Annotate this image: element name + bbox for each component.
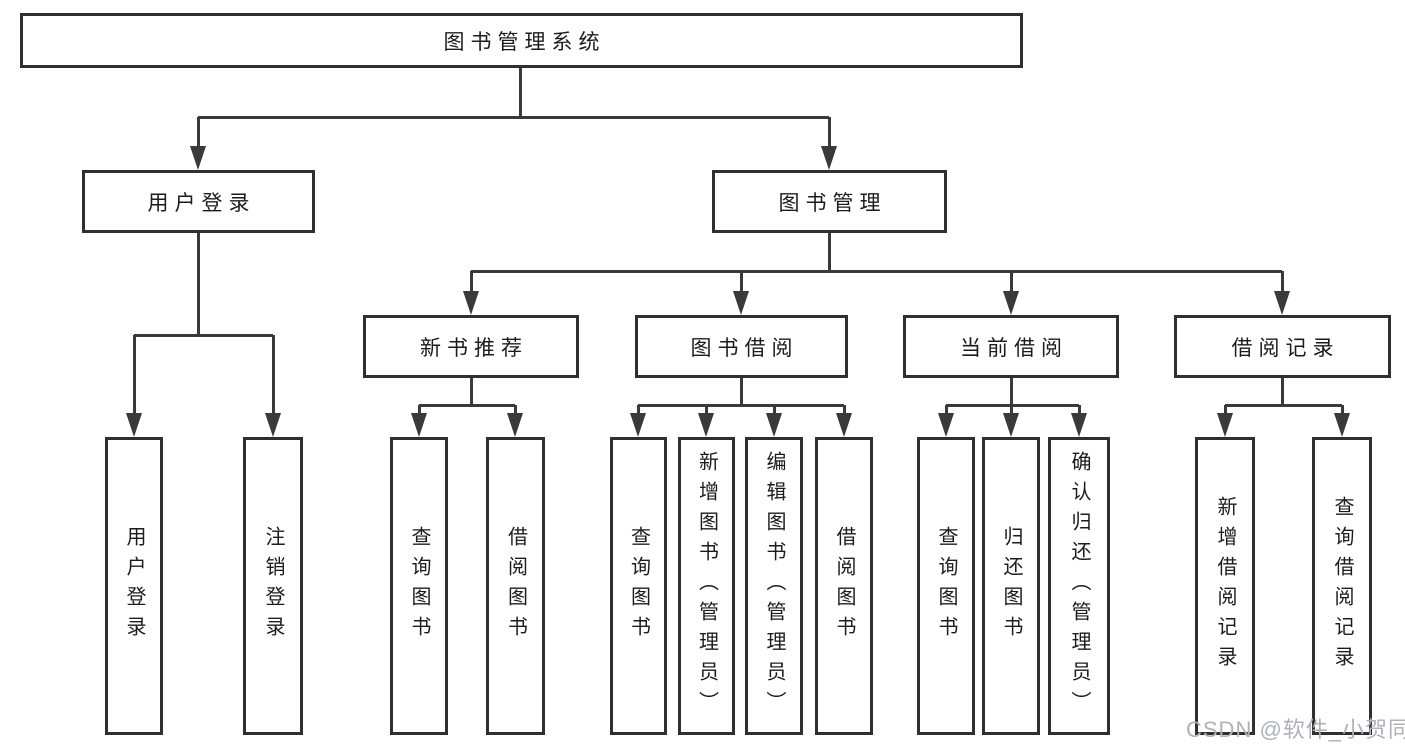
arrow-down-icon xyxy=(1071,413,1087,437)
leaf-query-books-borrowing-label: 查询图书 xyxy=(627,526,650,646)
node-current-borrowing: 当前借阅 xyxy=(903,315,1119,378)
connector-line xyxy=(469,271,473,295)
arrow-down-icon xyxy=(836,413,852,437)
connector-line xyxy=(1009,405,1013,417)
arrow-down-icon xyxy=(733,291,749,315)
connector-line xyxy=(1077,405,1081,417)
arrow-down-icon xyxy=(698,413,714,437)
connector-line xyxy=(134,333,273,337)
leaf-user-login-label: 用户登录 xyxy=(123,526,145,646)
leaf-return-books-label: 归还图书 xyxy=(1000,526,1022,646)
leaf-borrow-books-recommend: 借阅图书 xyxy=(486,437,545,735)
node-user-login-module: 用户登录 xyxy=(82,170,315,233)
connector-line xyxy=(638,403,844,407)
arrow-down-icon xyxy=(766,413,782,437)
watermark: CSDN @软件_小贺同学 xyxy=(1186,717,1405,742)
node-borrowing-records: 借阅记录 xyxy=(1174,315,1391,378)
connector-line xyxy=(518,68,522,117)
connector-line xyxy=(1280,378,1284,405)
leaf-borrow-books-borrowing-label: 借阅图书 xyxy=(833,526,855,646)
arrow-down-icon xyxy=(507,413,523,437)
connector-line xyxy=(417,405,421,417)
leaf-query-books-borrowing: 查询图书 xyxy=(610,437,667,735)
leaf-query-books-current-label: 查询图书 xyxy=(935,526,957,646)
leaf-user-login: 用户登录 xyxy=(105,437,163,735)
leaf-add-borrow-record: 新增借阅记录 xyxy=(1195,437,1255,735)
connector-line xyxy=(946,403,1079,407)
leaf-borrow-books-recommend-label: 借阅图书 xyxy=(504,526,527,646)
connector-line xyxy=(827,117,831,150)
arrow-down-icon xyxy=(1217,413,1233,437)
node-user-login-module-label: 用户登录 xyxy=(147,191,256,215)
leaf-add-books-admin-label: 新增图书（管理员） xyxy=(695,451,718,721)
connector-line xyxy=(1340,405,1344,417)
connector-line xyxy=(704,405,708,417)
connector-line xyxy=(1009,378,1013,405)
leaf-confirm-return-admin-label: 确认归还（管理员） xyxy=(1068,451,1090,721)
leaf-add-borrow-record-label: 新增借阅记录 xyxy=(1214,496,1236,676)
connector-line xyxy=(842,405,846,417)
connector-line xyxy=(271,335,275,417)
node-new-book-recommend-label: 新书推荐 xyxy=(420,336,528,360)
node-current-borrowing-label: 当前借阅 xyxy=(960,336,1068,360)
connector-line xyxy=(772,405,776,417)
connector-line xyxy=(196,117,200,150)
leaf-borrow-books-borrowing: 借阅图书 xyxy=(815,437,873,735)
arrow-down-icon xyxy=(411,413,427,437)
leaf-query-books-current: 查询图书 xyxy=(917,437,975,735)
arrow-down-icon xyxy=(1003,413,1019,437)
arrow-down-icon xyxy=(126,413,142,437)
leaf-logout-label: 注销登录 xyxy=(262,526,284,646)
connector-line xyxy=(513,405,517,417)
leaf-query-books-recommend: 查询图书 xyxy=(390,437,448,735)
connector-line xyxy=(471,269,1282,273)
connector-line xyxy=(196,233,200,335)
connector-line xyxy=(1223,405,1227,417)
leaf-edit-books-admin: 编辑图书（管理员） xyxy=(745,437,803,735)
arrow-down-icon xyxy=(190,146,206,170)
connector-line xyxy=(198,115,829,119)
arrow-down-icon xyxy=(265,413,281,437)
node-book-borrowing-label: 图书借阅 xyxy=(690,336,799,360)
connector-line xyxy=(739,378,743,405)
leaf-add-books-admin: 新增图书（管理员） xyxy=(678,437,735,735)
node-new-book-recommend: 新书推荐 xyxy=(363,315,579,378)
leaf-return-books: 归还图书 xyxy=(982,437,1040,735)
leaf-query-books-recommend-label: 查询图书 xyxy=(408,526,430,646)
leaf-query-borrow-record: 查询借阅记录 xyxy=(1312,437,1372,735)
connector-line xyxy=(1009,271,1013,295)
arrow-down-icon xyxy=(821,146,837,170)
leaf-logout: 注销登录 xyxy=(243,437,303,735)
connector-line xyxy=(636,405,640,417)
connector-line xyxy=(1225,403,1342,407)
connector-line xyxy=(1280,271,1284,295)
arrow-down-icon xyxy=(1274,291,1290,315)
connector-line xyxy=(469,378,473,405)
connector-line xyxy=(419,403,515,407)
connector-line xyxy=(739,271,743,295)
leaf-confirm-return-admin: 确认归还（管理员） xyxy=(1048,437,1110,735)
leaf-edit-books-admin-label: 编辑图书（管理员） xyxy=(763,451,785,721)
leaf-query-borrow-record-label: 查询借阅记录 xyxy=(1331,496,1353,676)
node-book-borrowing: 图书借阅 xyxy=(635,315,848,378)
connector-line xyxy=(132,335,136,417)
arrow-down-icon xyxy=(630,413,646,437)
connector-line xyxy=(944,405,948,417)
arrow-down-icon xyxy=(1003,291,1019,315)
node-root-label: 图书管理系统 xyxy=(443,30,606,54)
arrow-down-icon xyxy=(463,291,479,315)
node-borrowing-records-label: 借阅记录 xyxy=(1231,336,1340,360)
node-root: 图书管理系统 xyxy=(20,13,1023,68)
node-book-management-module-label: 图书管理 xyxy=(778,191,887,215)
arrow-down-icon xyxy=(1334,413,1350,437)
arrow-down-icon xyxy=(938,413,954,437)
node-book-management-module: 图书管理 xyxy=(712,170,947,233)
connector-line xyxy=(827,233,831,271)
